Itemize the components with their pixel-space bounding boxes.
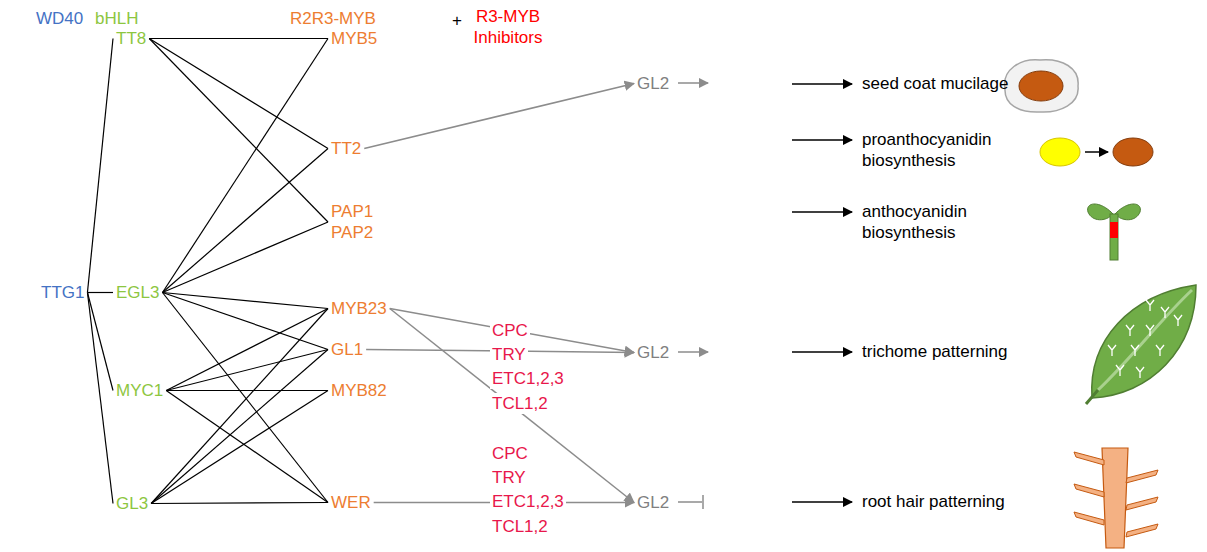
inhibitor-name: ETC1,2,3 xyxy=(490,368,566,389)
interaction-line xyxy=(87,293,113,504)
interaction-line xyxy=(151,350,328,504)
trichome-mark xyxy=(1126,325,1134,336)
column-header: R3-MYB Inhibitors xyxy=(462,6,554,48)
trichome-mark xyxy=(1161,307,1169,318)
myb-protein: TT2 xyxy=(328,137,364,160)
trichome-mark xyxy=(1136,367,1144,378)
process-label: proanthocyanidin biosynthesis xyxy=(862,129,1002,171)
interaction-line xyxy=(162,293,328,503)
gene-name: GL2 xyxy=(637,73,669,94)
interaction-line xyxy=(87,292,113,293)
root-hair xyxy=(1074,452,1104,465)
root-icon xyxy=(1074,448,1158,548)
interaction-line xyxy=(162,149,328,293)
target-gene: GL2 xyxy=(634,491,672,514)
seed-color-icon xyxy=(1040,138,1153,166)
target-gene: GL2 xyxy=(634,72,672,95)
interaction-line xyxy=(149,39,328,223)
wd40-protein: TTG1 xyxy=(38,281,87,304)
plus-sign: + xyxy=(452,10,462,31)
bhlh-protein: TT8 xyxy=(113,27,149,50)
regulation-arrow xyxy=(390,309,634,503)
column-header: bHLH xyxy=(95,8,138,29)
trichome-mark xyxy=(1156,345,1164,356)
trichome-mark xyxy=(1174,315,1182,326)
inhibitor-name: TCL1,2 xyxy=(490,516,550,537)
bhlh-protein: MYC1 xyxy=(113,379,166,402)
interaction-line xyxy=(166,309,328,391)
myb-protein: GL1 xyxy=(328,338,366,361)
myb-protein: WER xyxy=(328,491,374,514)
interaction-line xyxy=(87,39,113,293)
gene-name: GL2 xyxy=(637,342,669,363)
gene-name: MYB82 xyxy=(331,380,387,401)
gene-name: PAP1 xyxy=(331,201,373,222)
trichome-mark xyxy=(1108,345,1116,356)
gene-name: MYB23 xyxy=(331,298,387,319)
bhlh-protein: GL3 xyxy=(113,492,151,515)
column-header: R2R3-MYB xyxy=(290,8,376,29)
trichome-mark xyxy=(1131,345,1139,356)
inhibitor-name: CPC xyxy=(490,443,530,464)
gene-name: EGL3 xyxy=(116,282,159,303)
gene-name: GL3 xyxy=(116,493,148,514)
inhibitor-name: TRY xyxy=(490,344,528,365)
target-gene: GL2 xyxy=(634,341,672,364)
seed-icon xyxy=(1005,60,1078,112)
interaction-line xyxy=(149,38,328,39)
trichome-mark xyxy=(1146,300,1154,311)
process-label: trichome patterning xyxy=(862,341,1008,362)
root-hair xyxy=(1126,524,1158,537)
gene-name: TTG1 xyxy=(41,282,84,303)
column-header: WD40 xyxy=(36,8,83,29)
gl2-output xyxy=(678,83,708,509)
interaction-line xyxy=(87,293,113,391)
interaction-line xyxy=(151,309,328,504)
root-hair xyxy=(1126,470,1158,483)
trichome-mark xyxy=(1116,365,1124,376)
gene-name: TT2 xyxy=(331,138,361,159)
interaction-line xyxy=(166,391,328,503)
regulation-arrow xyxy=(364,84,634,149)
interaction-line xyxy=(162,222,328,293)
process-label: anthocyanidin biosynthesis xyxy=(862,201,992,243)
root-hair xyxy=(1126,497,1158,510)
myb-protein: MYB82 xyxy=(328,379,390,402)
interaction-line xyxy=(166,390,328,391)
inhibitor-name: CPC xyxy=(490,320,530,341)
inhibitor-name: TRY xyxy=(490,467,528,488)
root-hair xyxy=(1074,484,1104,497)
leaf-icon xyxy=(1086,285,1196,404)
gene-name: MYB5 xyxy=(331,28,377,49)
gene-name: GL1 xyxy=(331,339,363,360)
myb-protein: PAP1PAP2 xyxy=(328,200,376,244)
gene-name: MYC1 xyxy=(116,380,163,401)
interaction-line xyxy=(151,503,328,504)
process-label: seed coat mucilage xyxy=(862,73,1008,94)
gene-name: TT8 xyxy=(116,28,146,49)
gene-name: WER xyxy=(331,492,371,513)
interaction-line xyxy=(151,391,328,504)
process-label: root hair patterning xyxy=(862,491,1005,512)
myb-protein: MYB5 xyxy=(328,27,380,50)
interaction-line xyxy=(162,39,328,293)
seedling-icon xyxy=(1088,204,1141,260)
bhlh-protein: EGL3 xyxy=(113,281,162,304)
process-arrows xyxy=(792,84,852,502)
root-hair xyxy=(1074,512,1104,525)
inhibitor-name: ETC1,2,3 xyxy=(490,491,566,512)
interaction-line xyxy=(149,39,328,149)
gene-name: PAP2 xyxy=(331,222,373,243)
myb-protein: MYB23 xyxy=(328,297,390,320)
inhibitor-name: TCL1,2 xyxy=(490,393,550,414)
gene-name: GL2 xyxy=(637,492,669,513)
trichome-mark xyxy=(1146,325,1154,336)
